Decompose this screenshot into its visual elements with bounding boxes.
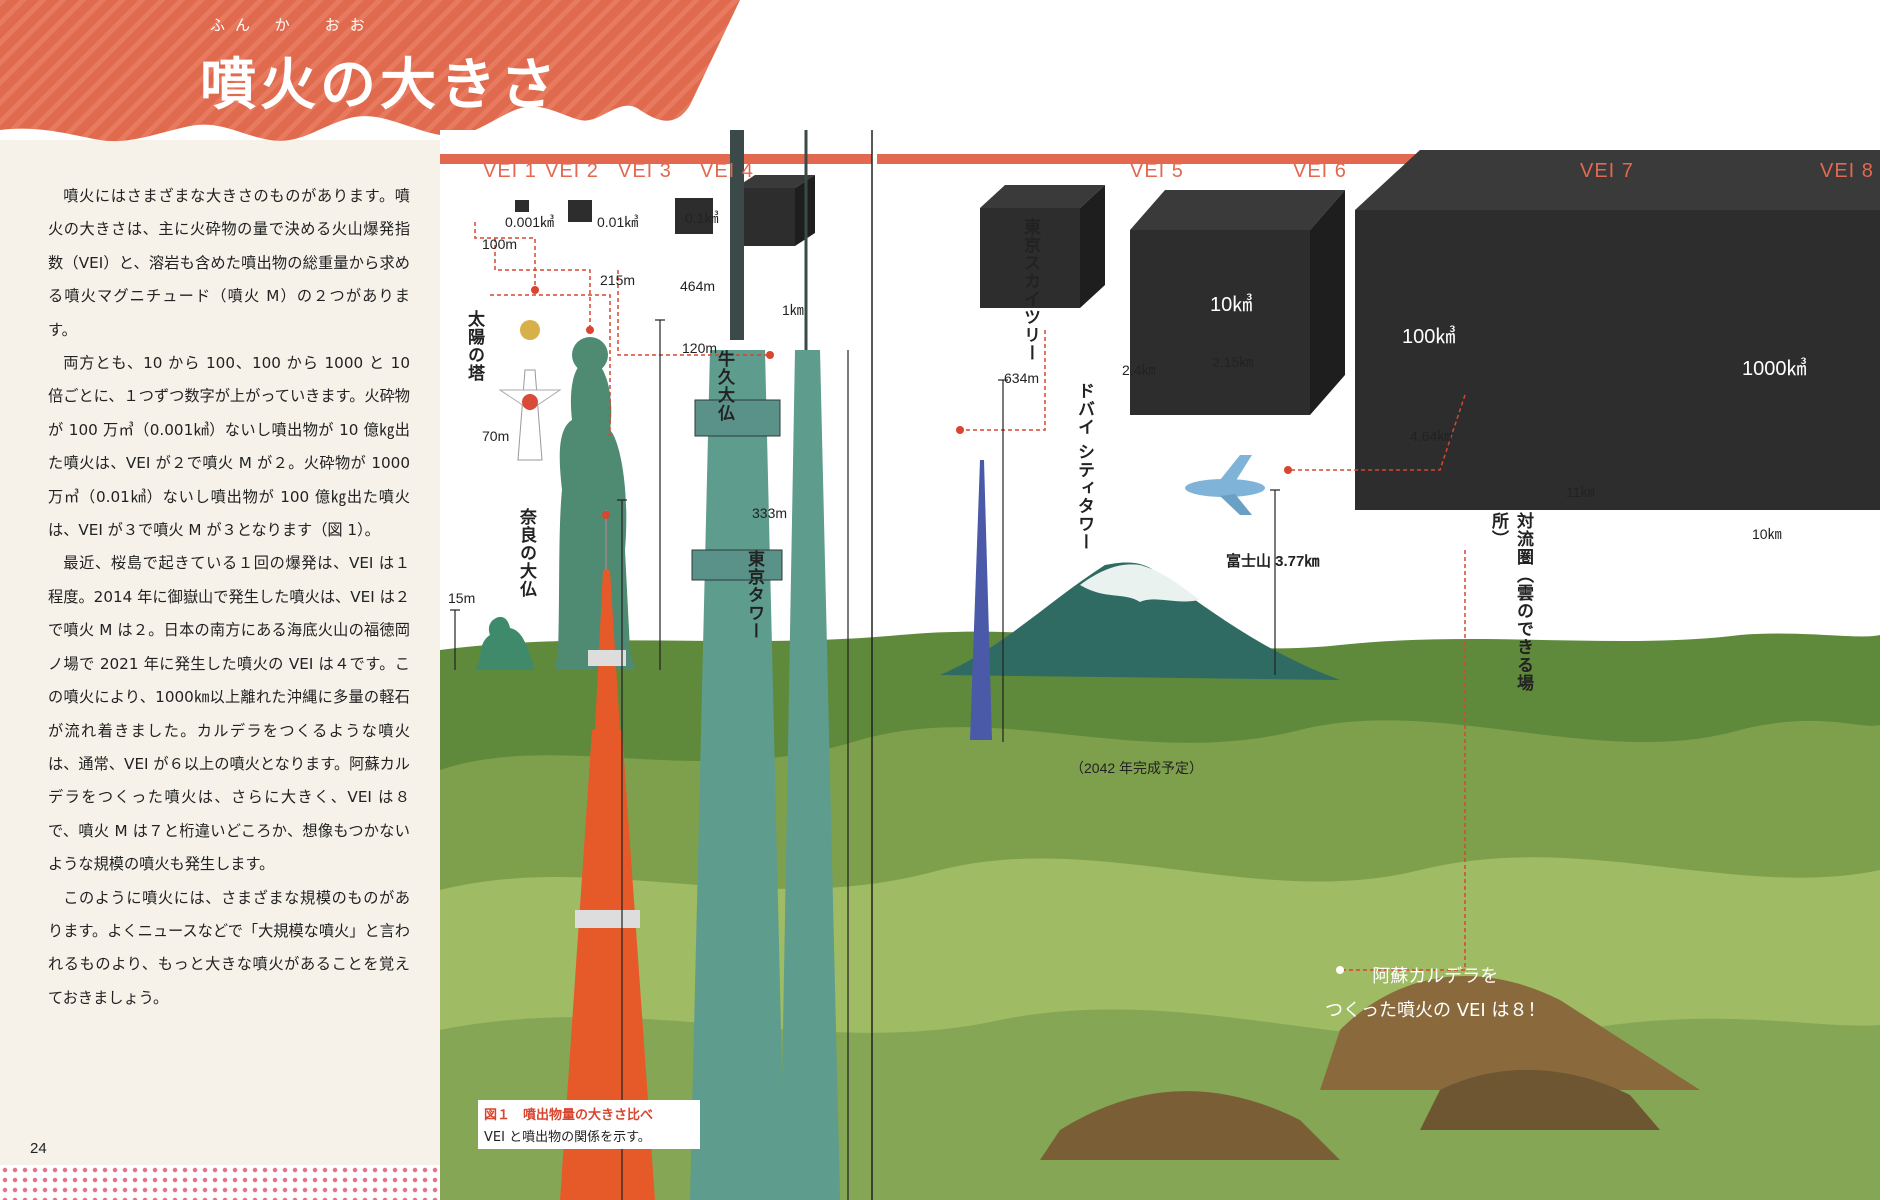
dubai-note: （2042 年完成予定） [1070, 760, 1204, 776]
vei-label-5: VEI 5 [1130, 160, 1184, 182]
paragraph-1: 噴火にはさまざまな大きさのものがあります。噴火の大きさは、主に火砕物の量で決める… [48, 187, 410, 339]
ushiku-daibutsu [555, 337, 635, 670]
title-banner [0, 0, 740, 142]
height-ushiku: 120m [682, 340, 718, 356]
height-tokyo-tower: 333m [752, 505, 788, 521]
volume-v6: 100㎦ [1402, 326, 1456, 348]
cube-v6 [1130, 190, 1345, 415]
height-nara: 15m [448, 590, 476, 606]
tokyo-skytree [690, 130, 840, 1200]
figure-caption: 図１ 噴出物量の大きさ比べ VEI と噴出物の関係を示す。 [478, 1100, 700, 1149]
aso-mound-2 [1040, 1091, 1340, 1160]
cube-v5 [980, 185, 1105, 308]
vei-label-2: VEI 2 [545, 160, 599, 182]
vei-label-3: VEI 3 [618, 160, 672, 182]
aso-annotation: 阿蘇カルデラを つくった噴火の VEI は８！ [1325, 960, 1545, 1028]
cube-v4 [735, 175, 815, 246]
cube-v2 [568, 200, 592, 222]
label-fuji: 富士山 3.77㎞ [1226, 553, 1320, 570]
caption-text: VEI と噴出物の関係を示す。 [484, 1130, 651, 1145]
label-troposphere: 対流圏（雲のできる場所） [1488, 512, 1533, 692]
cube-v3 [675, 198, 713, 234]
vei-bar [440, 154, 872, 164]
vei-label-4: VEI 4 [700, 160, 754, 182]
page-number-left: 24 [30, 1140, 47, 1157]
title-ruby: ふん か おお [210, 16, 375, 34]
aso-line-2: つくった噴火の VEI は８！ [1325, 1000, 1546, 1021]
volume-v3: 0.1㎦ [685, 210, 719, 226]
label-skytree: 東京スカイツリー [1020, 218, 1040, 362]
volume-v1: 0.001㎦ [505, 214, 555, 230]
tokyo-tower [560, 510, 655, 1200]
height-skytree: 634m [1004, 370, 1040, 386]
body-text: 噴火にはさまざまな大きさのものがあります。噴火の大きさは、主に火砕物の量で決める… [48, 180, 410, 1015]
side-v3: 464m [680, 278, 716, 294]
label-taiyo: 太陽の塔 [464, 310, 484, 382]
mt-fuji [940, 562, 1340, 680]
label-nara: 奈良の大仏 [516, 508, 536, 598]
side-v5: 2.15㎞ [1212, 354, 1254, 370]
left-text-column [0, 140, 440, 1165]
vei-label-8: VEI 8 [1820, 160, 1874, 182]
nara-daibutsu [475, 616, 535, 670]
side-v7: 10㎞ [1752, 526, 1782, 542]
height-taiyo: 70m [482, 428, 510, 444]
vei-label-7: VEI 7 [1580, 160, 1634, 182]
paragraph-2: 両方とも、10 から 100、100 から 1000 と 10 倍ごとに、１つず… [48, 354, 410, 540]
volume-v5: 10㎦ [1210, 294, 1253, 316]
paragraph-4: このように噴火には、さまざまな規模のものがあります。よくニュースなどで「大規模な… [48, 888, 410, 1007]
label-tokyo-tower: 東京タワー [744, 550, 764, 640]
side-v2: 215m [600, 272, 636, 288]
volume-v4: 1㎦ [765, 261, 797, 283]
height-troposphere: 11㎞ [1566, 484, 1595, 500]
side-v4: 1㎞ [782, 302, 804, 318]
side-v1: 100m [482, 236, 518, 252]
height-dubai: 2.4㎞ [1122, 362, 1156, 378]
page-title: 噴火の大きさ [200, 53, 560, 118]
dubai-city-tower [970, 460, 992, 740]
volume-v7: 1000㎦ [1742, 358, 1807, 380]
tower-of-the-sun [498, 320, 562, 461]
comparison-illustration [440, 130, 1880, 1200]
side-v6: 4.64㎞ [1410, 428, 1452, 444]
cube-v7 [1355, 150, 1880, 510]
cube-v1 [515, 200, 529, 212]
vei-label-1: VEI 1 [483, 160, 537, 182]
volume-v2: 0.01㎦ [597, 214, 639, 230]
aso-line-1: 阿蘇カルデラを [1372, 966, 1499, 987]
aso-mound [1320, 976, 1700, 1090]
paragraph-3: 最近、桜島で起きている１回の爆発は、VEI は１程度。2014 年に御嶽山で発生… [48, 554, 410, 874]
caption-title: 図１ 噴出物量の大きさ比べ [484, 1108, 654, 1123]
airplane-icon [1185, 455, 1265, 515]
label-ushiku: 牛久大仏 [714, 350, 734, 422]
dot-pattern-footer [0, 1165, 440, 1200]
label-dubai: ドバイ シティタワー [1074, 382, 1094, 551]
vei-label-6: VEI 6 [1293, 160, 1347, 182]
